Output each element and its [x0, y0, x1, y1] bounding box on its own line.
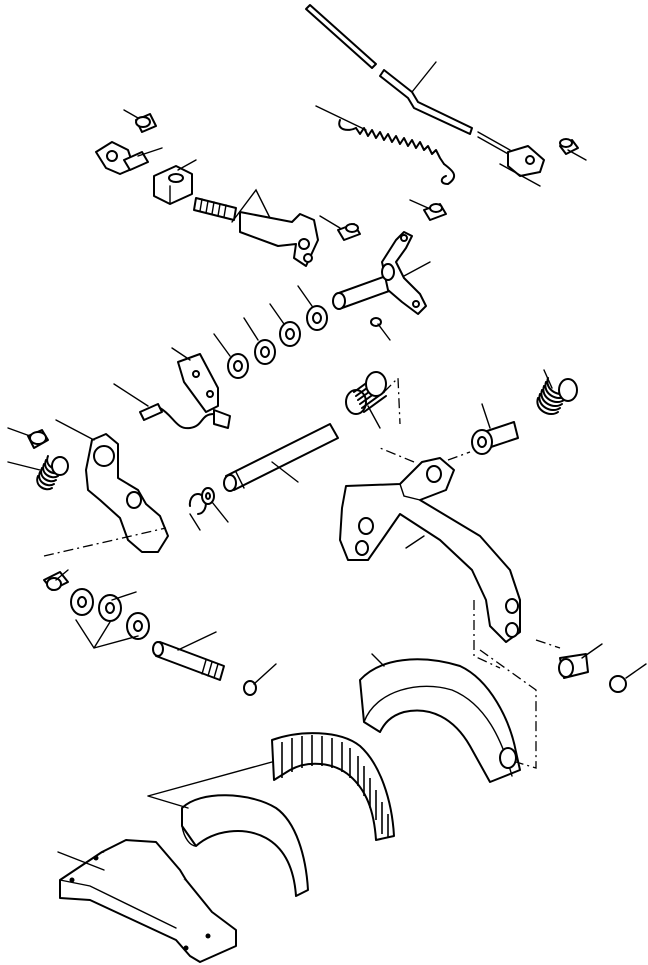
tension-spring [338, 119, 456, 185]
left-lever [85, 433, 169, 553]
rod-end-clevis [239, 211, 319, 267]
assembly-lines [43, 376, 561, 769]
washer-2 [279, 321, 301, 347]
bracket-plate [177, 353, 219, 413]
leader-lines [7, 61, 647, 871]
threaded-rod [193, 197, 237, 221]
brake-shoe-lower [181, 794, 309, 897]
bushing-left [27, 429, 49, 449]
control-rod [305, 4, 511, 156]
small-pin [370, 317, 382, 327]
washer-8 [126, 612, 150, 640]
clevis-yoke-left [95, 141, 149, 175]
washer-6 [70, 588, 94, 616]
cable-clevis-right [507, 145, 545, 177]
snap-ring-3 [609, 675, 627, 693]
washer-5 [201, 487, 215, 505]
pivot-bushing-right [471, 421, 519, 455]
base-bracket [59, 839, 237, 963]
hex-nut [153, 165, 193, 205]
washer-4 [227, 353, 249, 379]
spring-right [536, 377, 578, 416]
washer-3 [254, 339, 276, 365]
friction-lining [271, 732, 395, 841]
washer-7 [98, 594, 122, 622]
wire-harness [139, 403, 231, 430]
pin-lower [152, 641, 225, 681]
compression-spring-shaft [345, 371, 387, 415]
brake-shoe-upper [359, 658, 521, 783]
clevis-pin-top [135, 113, 157, 133]
clevis-pin-middle [337, 223, 361, 241]
clevis-pin-upper-right [423, 203, 447, 221]
spring-left [36, 455, 69, 491]
pin-right-lower [558, 653, 589, 679]
clevis-pin-right [559, 138, 579, 155]
right-arm [339, 457, 521, 643]
bell-crank-shaft [332, 231, 427, 315]
bushing-lower-left [43, 571, 69, 591]
main-shaft [223, 423, 339, 492]
washer-1 [306, 305, 328, 331]
snap-ring-2 [243, 680, 257, 696]
